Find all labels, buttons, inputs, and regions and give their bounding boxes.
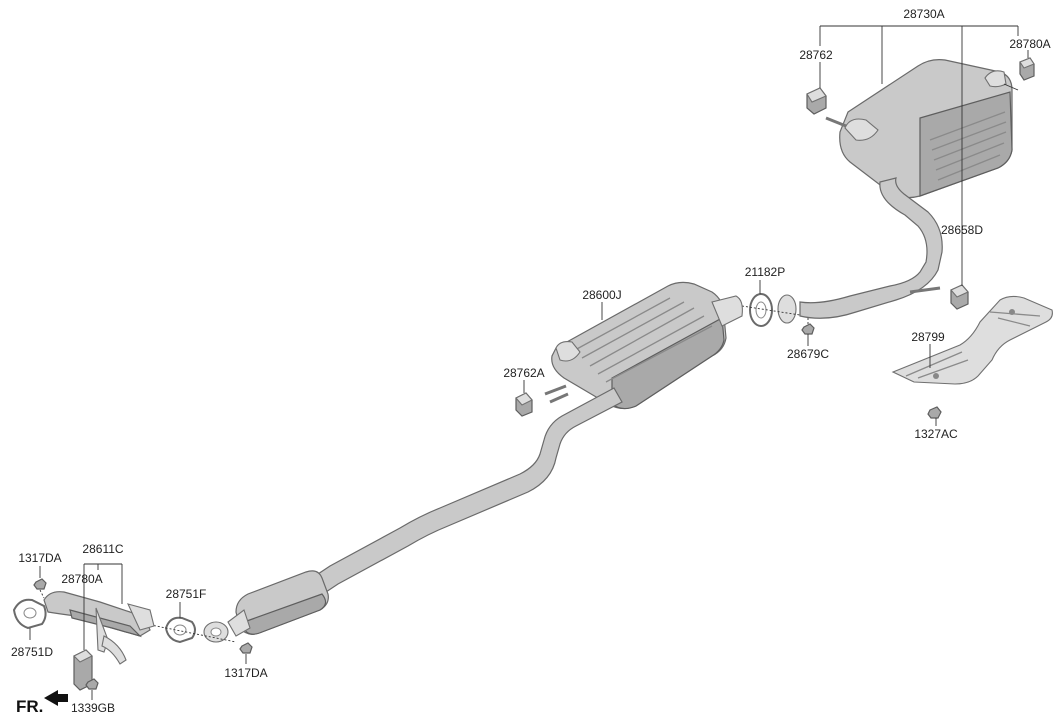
front-arrow-icon: [44, 690, 68, 706]
gasket-21182P: [749, 293, 773, 327]
bolt-28679C: [801, 323, 815, 335]
rubber-hanger-28762: [806, 87, 827, 115]
front-direction-label: FR.: [16, 697, 43, 716]
center-pipe: [317, 387, 623, 593]
label-28730A: 28730A: [903, 7, 944, 21]
label-28611C: 28611C: [82, 542, 123, 556]
label-1317DA-right: 1317DA: [224, 666, 267, 680]
label-28799: 28799: [911, 330, 945, 344]
label-1327AC: 1327AC: [914, 427, 958, 441]
heat-protector: [891, 295, 1053, 385]
front-catalytic-converter: [203, 570, 329, 643]
bolt-1339GB: [85, 678, 99, 690]
rubber-hanger-28780A-top: [1019, 57, 1035, 81]
label-21182P: 21182P: [745, 265, 785, 279]
nut-1317DA-left: [33, 578, 47, 590]
label-1317DA-left: 1317DA: [18, 551, 61, 565]
label-28762A: 28762A: [503, 366, 544, 380]
rear-pipe-flange: [777, 294, 797, 324]
leader-lines: [29, 25, 1029, 700]
nut-1317DA-right: [239, 642, 253, 654]
rubber-hanger-28658D: [950, 284, 969, 310]
rear-muffler: [825, 59, 1019, 199]
label-28780A-bottom: 28780A: [61, 572, 102, 586]
gasket-28751F: [164, 616, 196, 644]
label-28679C: 28679C: [787, 347, 829, 361]
nut-1327AC: [927, 406, 942, 419]
label-28600J: 28600J: [582, 288, 621, 302]
gasket-28751D: [12, 598, 47, 630]
label-28762: 28762: [799, 48, 833, 62]
center-muffler: [544, 281, 743, 410]
label-28751D: 28751D: [11, 645, 53, 659]
rear-pipe: [799, 177, 943, 319]
rubber-hanger-28762A: [515, 392, 533, 417]
label-28751F: 28751F: [166, 587, 207, 601]
label-28658D: 28658D: [941, 223, 983, 237]
label-28780A-top: 28780A: [1009, 37, 1050, 51]
front-pipe: [43, 591, 155, 665]
label-1339GB: 1339GB: [71, 701, 115, 715]
